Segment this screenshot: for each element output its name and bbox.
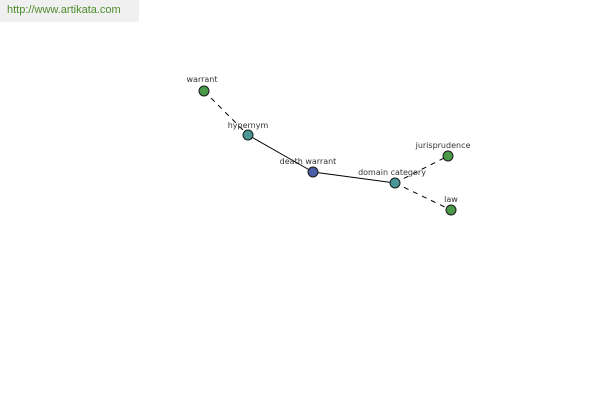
nodes-layer — [198, 85, 457, 216]
edge-domain-category-to-law — [394, 182, 452, 211]
node-law[interactable] — [445, 204, 457, 216]
node-label-death-warrant[interactable]: death warrant — [280, 157, 337, 166]
node-warrant[interactable] — [198, 85, 210, 97]
edge-hypernym-to-death-warrant — [247, 134, 314, 173]
node-label-warrant[interactable]: warrant — [187, 75, 218, 84]
node-jurisprudence[interactable] — [442, 150, 454, 162]
node-label-hypernym[interactable]: hypernym — [228, 121, 269, 130]
site-url-text[interactable]: http://www.artikata.com — [7, 4, 121, 16]
node-label-domain-category[interactable]: domain category — [358, 168, 426, 177]
node-domain-category[interactable] — [389, 177, 401, 189]
node-label-jurisprudence[interactable]: jurisprudence — [415, 141, 471, 150]
node-death-warrant[interactable] — [307, 166, 319, 178]
node-hypernym[interactable] — [242, 129, 254, 141]
edge-death-warrant-to-domain-category — [312, 171, 396, 184]
labels-layer: warrant hypernym death warrant domain categ… — [187, 75, 471, 204]
site-banner: http://www.artikata.com — [0, 0, 139, 22]
node-label-law[interactable]: law — [444, 195, 458, 204]
edges-layer — [203, 90, 452, 211]
edge-warrant-to-hypernym — [203, 90, 249, 136]
